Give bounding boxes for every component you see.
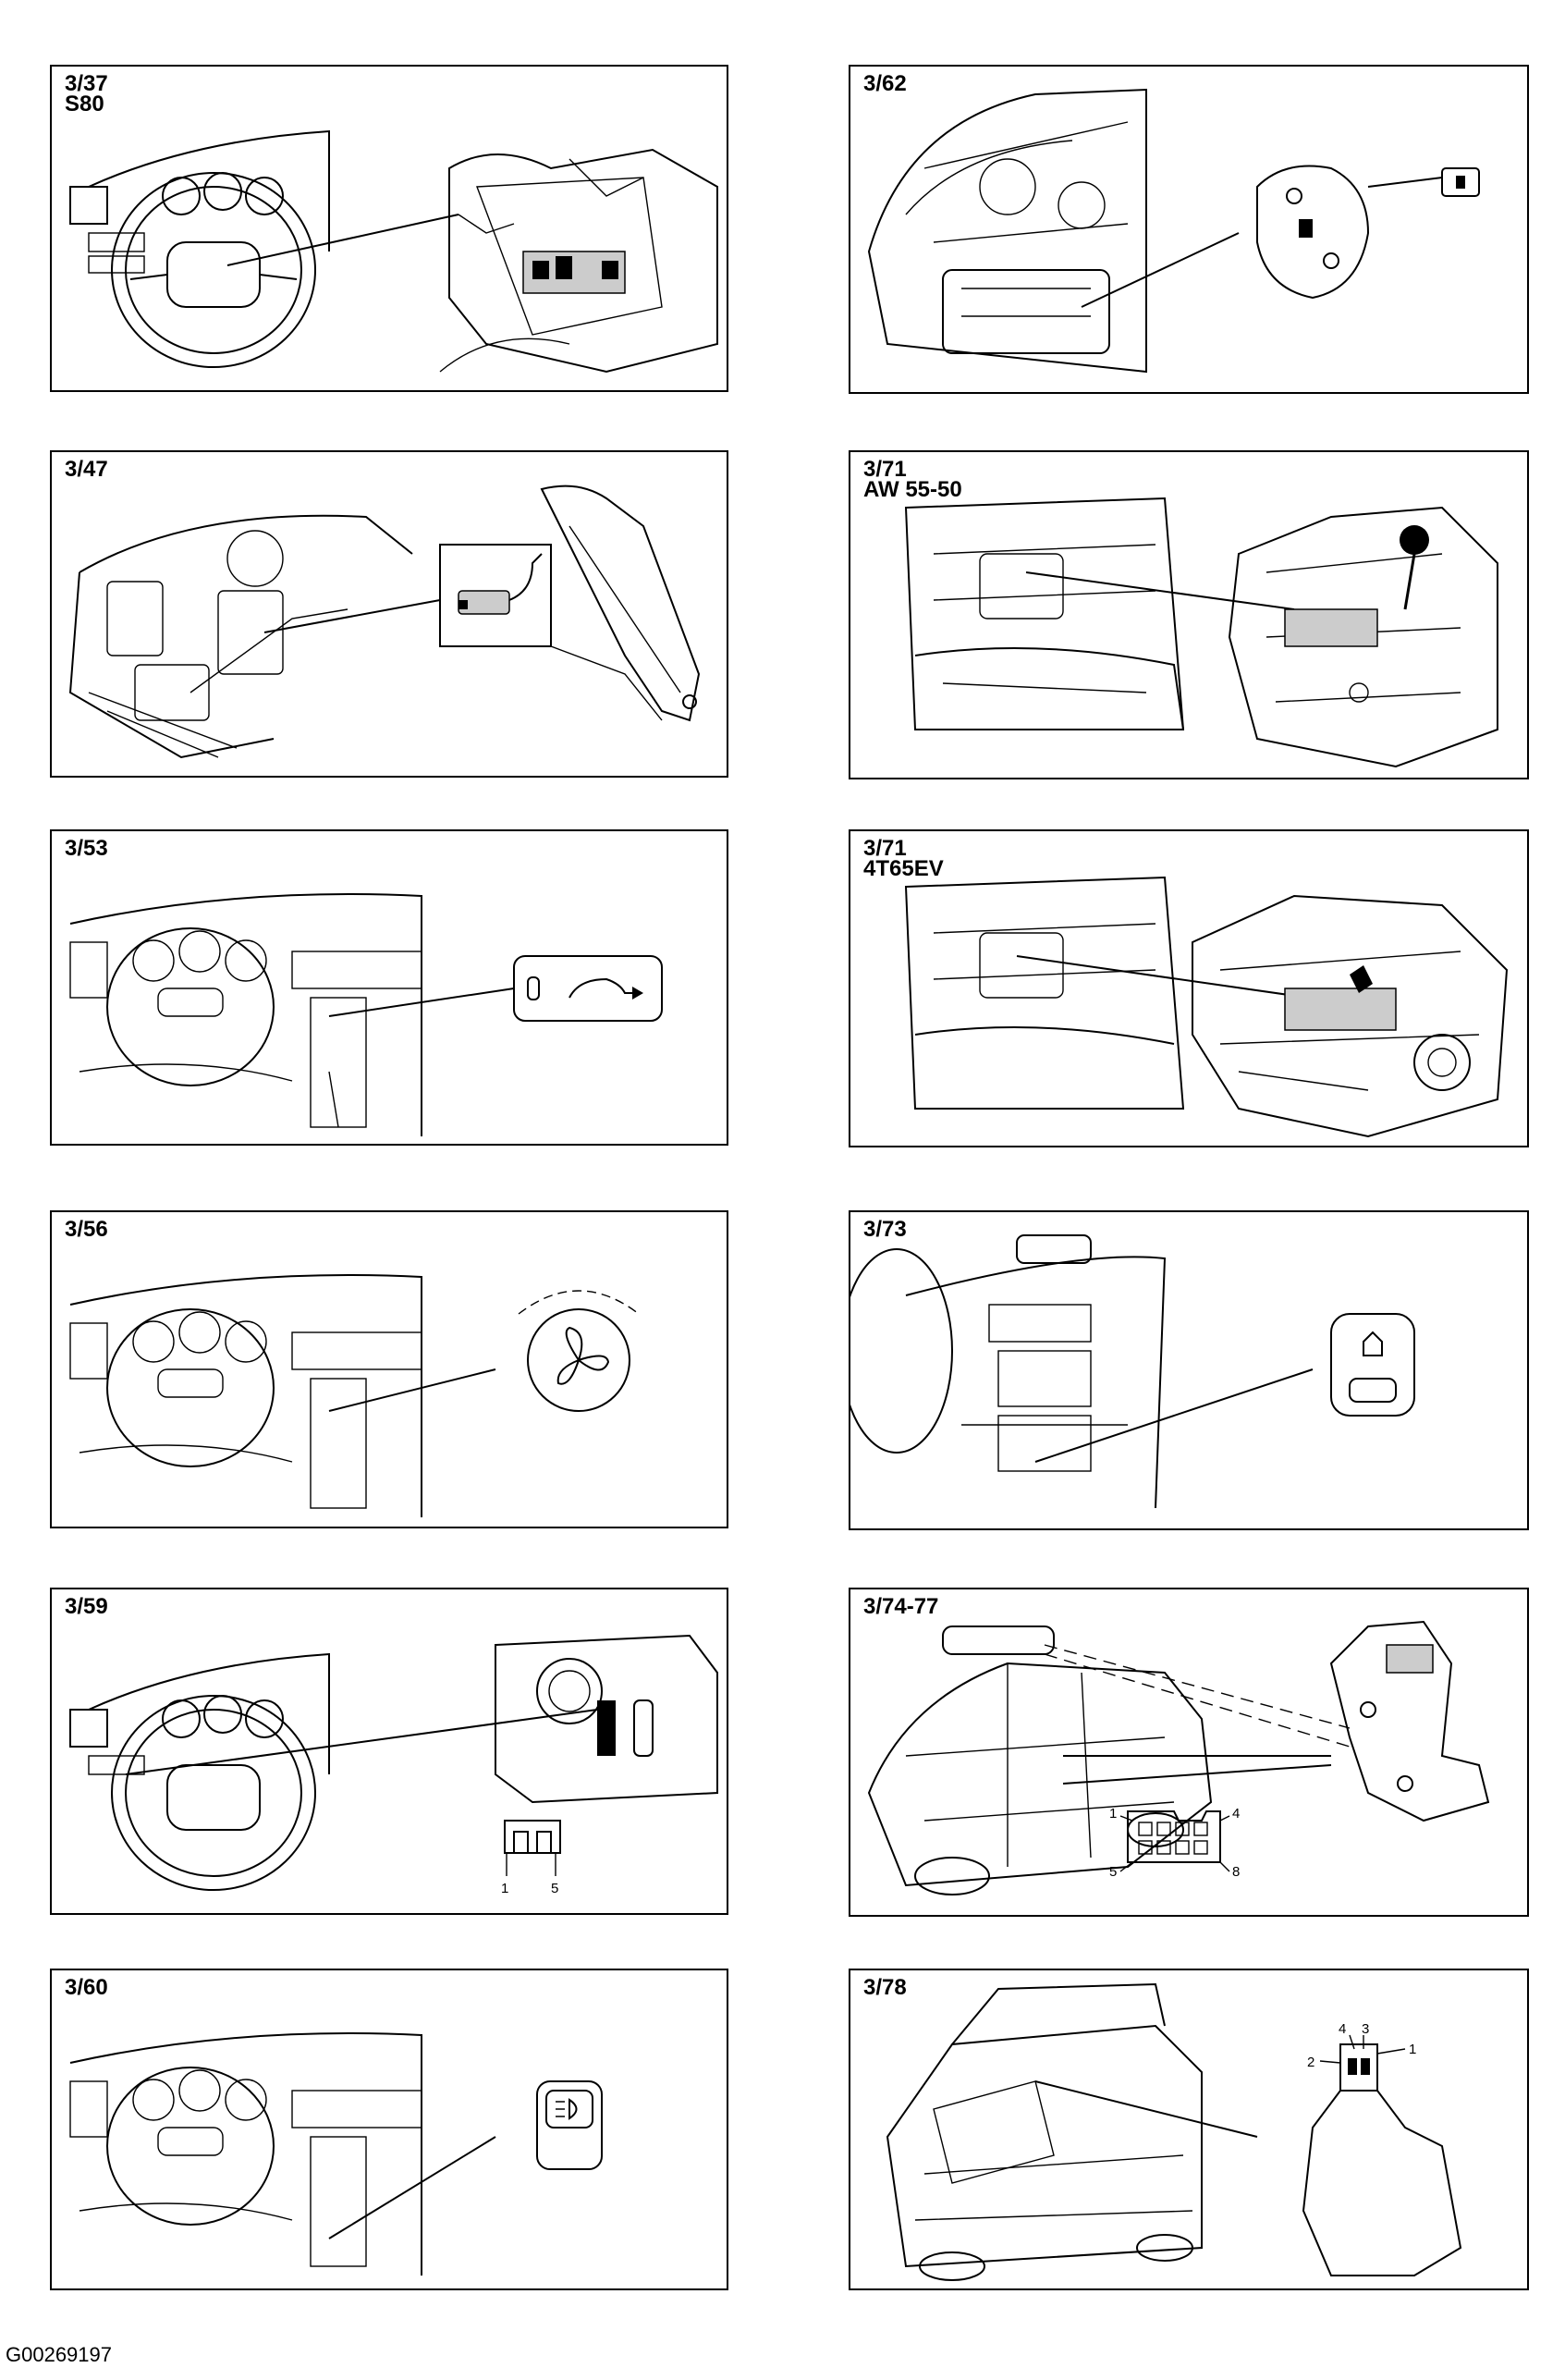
diagram-panel-3-60: 3/60 (50, 1969, 728, 2290)
pin-1-label: 1 (1109, 1806, 1117, 1822)
diagram-panel-3-71-aw55: 3/71 AW 55-50 (849, 450, 1529, 779)
dashboard-steering-illustration (69, 129, 718, 374)
diagram-panel-3-47: 3/47 (50, 450, 728, 778)
panel-label: 3/74-77 (863, 1594, 939, 1619)
diagram-panel-3-78: 3/78 4 3 2 1 (849, 1969, 1529, 2290)
pin-8-label: 8 (1232, 1864, 1240, 1880)
panel-label: 3/37 S80 (65, 71, 108, 117)
diagram-panel-3-37: 3/37 S80 (50, 65, 728, 392)
panel-label: 3/73 (863, 1217, 907, 1242)
pin-5-label: 5 (551, 1881, 558, 1896)
diagram-panel-3-74-77: 3/74-77 1 4 5 8 (849, 1588, 1529, 1917)
headlight-switch-illustration (69, 2032, 603, 2276)
diagram-panel-3-53: 3/53 (50, 829, 728, 1146)
pin-1-label: 1 (1409, 2042, 1416, 2057)
pin-4-label: 4 (1232, 1806, 1240, 1822)
dashboard-button-illustration (69, 893, 663, 1136)
diagram-panel-3-73: 3/73 (849, 1210, 1529, 1530)
pin-4-label: 4 (1339, 2021, 1346, 2037)
fan-control-illustration (69, 1274, 640, 1517)
diagram-panel-3-62: 3/62 (849, 65, 1529, 394)
interior-handbrake-illustration (68, 485, 701, 759)
transmission-4t65ev-illustration (904, 876, 1509, 1138)
pin-5-label: 5 (1109, 1864, 1117, 1880)
door-lock-illustration: 1 4 5 8 (867, 1620, 1490, 1895)
transmission-range-sensor-illustration (904, 497, 1498, 768)
panel-label: 3/62 (863, 71, 907, 96)
diagram-panel-3-71-4t65ev: 3/71 4T65EV (849, 829, 1529, 1147)
rear-switch-illustration (850, 1234, 1415, 1509)
panel-label: 3/59 (65, 1594, 108, 1619)
light-switch-illustration: 1 5 (69, 1634, 718, 1896)
panel-label: 3/60 (65, 1975, 108, 2000)
panel-label: 3/56 (65, 1217, 108, 1242)
panel-label: 3/47 (65, 457, 108, 482)
figure-code: G00269197 (6, 2343, 112, 2366)
panel-label: 3/78 (863, 1975, 907, 2000)
diagram-panel-3-59: 3/59 1 5 (50, 1588, 728, 1915)
diagram-panel-3-56: 3/56 (50, 1210, 728, 1528)
panel-label: 3/71 4T65EV (863, 836, 944, 881)
pin-2-label: 2 (1307, 2055, 1314, 2070)
pin-3-label: 3 (1362, 2021, 1369, 2037)
engine-bay-illustration (867, 88, 1480, 374)
panel-label: 3/71 AW 55-50 (863, 457, 962, 502)
trunk-lock-illustration: 4 3 2 1 (886, 1982, 1462, 2281)
panel-label: 3/53 (65, 836, 108, 861)
pin-1-label: 1 (501, 1881, 508, 1896)
